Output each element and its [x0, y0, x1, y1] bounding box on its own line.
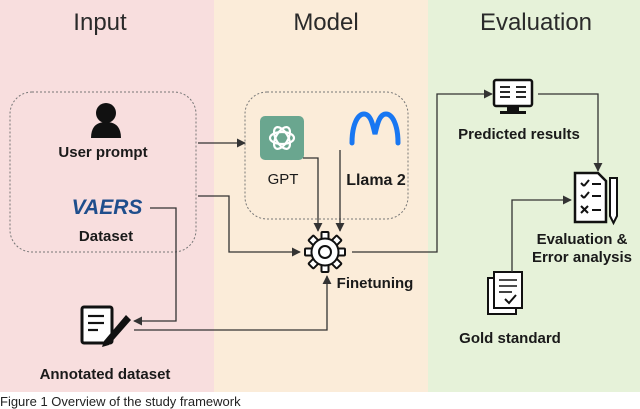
model-group-box	[244, 91, 409, 220]
gold-standard-label: Gold standard	[459, 330, 561, 347]
model-section-title: Model	[293, 9, 358, 36]
gear-icon	[304, 231, 346, 273]
arrow-vaers-to-annotated	[133, 207, 177, 326]
edit-document-icon	[80, 305, 131, 347]
model-section-bg	[214, 0, 428, 392]
arrow-dataset-to-finetuning	[198, 195, 301, 257]
arrow-annotated-to-finetuning	[134, 275, 332, 331]
evaluation-label-line2: Error analysis	[532, 249, 632, 266]
checklist-icon	[573, 171, 618, 226]
openai-logo-icon	[260, 116, 304, 160]
document-icon	[487, 271, 523, 315]
evaluation-section-title: Evaluation	[480, 9, 592, 36]
meta-logo-icon	[349, 111, 401, 146]
input-group-box	[9, 91, 197, 253]
arrow-gpt-to-finetuning	[303, 157, 323, 232]
dataset-label: Dataset	[79, 228, 133, 245]
finetuning-label: Finetuning	[337, 275, 414, 292]
predicted-results-label: Predicted results	[458, 126, 580, 143]
arrow-gold-to-evaluation	[511, 195, 572, 272]
annotated-dataset-label: Annotated dataset	[40, 366, 171, 383]
input-section-title: Input	[73, 9, 127, 36]
person-icon	[91, 103, 121, 138]
monitor-icon	[492, 78, 534, 114]
vaers-logo: VAERS	[72, 196, 143, 219]
arrow-finetuning-to-predicted	[352, 89, 493, 253]
evaluation-label-line1: Evaluation &	[537, 231, 628, 248]
llama-label: Llama 2	[346, 172, 406, 189]
user-prompt-label: User prompt	[58, 144, 147, 161]
figure-caption: Figure 1 Overview of the study framework	[0, 394, 241, 409]
arrow-predicted-to-evaluation	[538, 93, 603, 172]
gpt-label: GPT	[268, 171, 299, 188]
